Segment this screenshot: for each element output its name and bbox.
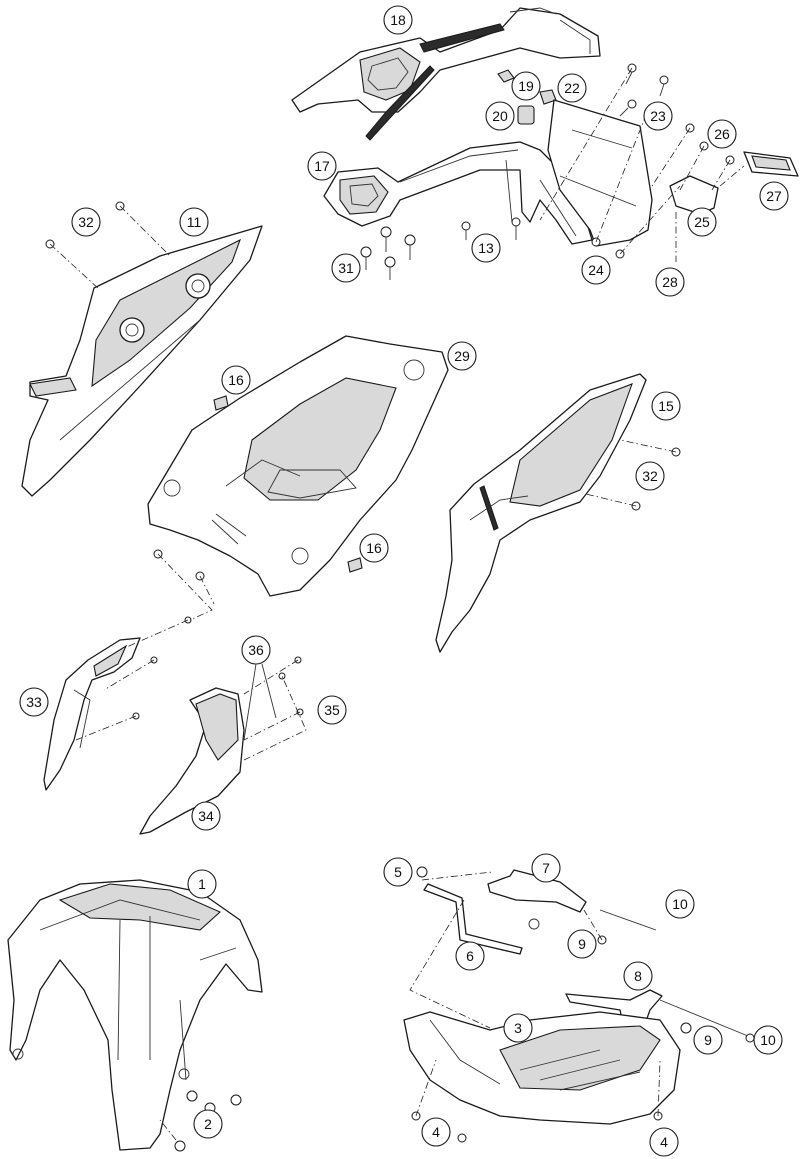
callout-10: 10 [665, 889, 695, 919]
svg-text:9: 9 [578, 936, 586, 952]
callout-33: 33 [19, 687, 49, 717]
svg-text:32: 32 [642, 468, 658, 484]
svg-text:22: 22 [564, 80, 580, 96]
callout-18: 18 [383, 5, 413, 35]
part-17-subframe-lower [323, 141, 593, 245]
part-1-front-fender [7, 879, 263, 1151]
svg-text:19: 19 [518, 78, 534, 94]
parts-19-20-22 [497, 69, 557, 125]
svg-text:35: 35 [324, 702, 340, 718]
callout-10-b: 10 [753, 1025, 783, 1055]
svg-text:32: 32 [78, 214, 94, 230]
svg-text:29: 29 [454, 348, 470, 364]
callout-16: 16 [221, 365, 251, 395]
subframe-bolts [360, 217, 521, 280]
part-11-side-panel [21, 201, 263, 497]
callout-4: 4 [421, 1117, 451, 1147]
svg-text:28: 28 [662, 274, 678, 290]
part-33-side-cover [43, 616, 192, 791]
svg-text:16: 16 [228, 372, 244, 388]
callout-29: 29 [447, 341, 477, 371]
callout-11: 11 [179, 207, 209, 237]
svg-text:33: 33 [26, 694, 42, 710]
callout-17: 17 [307, 151, 337, 181]
svg-text:26: 26 [714, 126, 730, 142]
svg-text:34: 34 [198, 808, 214, 824]
svg-text:3: 3 [514, 1020, 522, 1036]
callout-32: 32 [71, 207, 101, 237]
callout-6: 6 [455, 941, 485, 971]
svg-text:2: 2 [204, 1116, 212, 1132]
svg-text:24: 24 [588, 262, 604, 278]
callout-15: 15 [651, 391, 681, 421]
parts-5-6-7-brackets [416, 866, 657, 955]
svg-text:13: 13 [478, 240, 494, 256]
svg-text:4: 4 [432, 1124, 440, 1140]
callout-31: 31 [331, 253, 361, 283]
svg-text:23: 23 [650, 108, 666, 124]
svg-text:11: 11 [187, 214, 202, 230]
callout-9: 9 [567, 929, 597, 959]
part-15-side-panel [435, 373, 681, 653]
callout-1: 1 [187, 869, 217, 899]
callout-35: 35 [317, 695, 347, 725]
callout-5: 5 [383, 857, 413, 887]
part-3-belly-pan [403, 1011, 681, 1143]
callout-13: 13 [471, 233, 501, 263]
callout-36: 36 [241, 635, 271, 665]
svg-text:6: 6 [466, 948, 474, 964]
svg-text:25: 25 [694, 214, 710, 230]
callout-3: 3 [503, 1013, 533, 1043]
svg-text:10: 10 [760, 1032, 776, 1048]
callout-32-b: 32 [635, 461, 665, 491]
svg-text:4: 4 [660, 1134, 668, 1150]
callout-27: 27 [759, 181, 789, 211]
callout-24: 24 [581, 255, 611, 285]
svg-text:17: 17 [314, 158, 330, 174]
svg-text:7: 7 [542, 860, 550, 876]
license-plate-holder [547, 99, 653, 259]
part-34-side-trim [139, 656, 304, 835]
svg-text:18: 18 [390, 12, 406, 28]
svg-text:31: 31 [338, 260, 354, 276]
callout-25: 25 [687, 207, 717, 237]
part-18-subframe-upper [291, 7, 601, 141]
svg-text:10: 10 [672, 896, 688, 912]
callout-28: 28 [655, 267, 685, 297]
callout-9-b: 9 [693, 1025, 723, 1055]
callout-22: 22 [557, 73, 587, 103]
svg-text:9: 9 [704, 1032, 712, 1048]
svg-text:20: 20 [492, 108, 508, 124]
svg-text:16: 16 [366, 540, 382, 556]
leader-lines [49, 67, 745, 1141]
callout-20: 20 [485, 101, 515, 131]
svg-text:1: 1 [198, 876, 206, 892]
svg-text:5: 5 [394, 864, 402, 880]
svg-text:8: 8 [634, 968, 642, 984]
callout-23: 23 [643, 101, 673, 131]
clips-16 [213, 395, 363, 573]
svg-text:36: 36 [248, 642, 264, 658]
svg-text:27: 27 [766, 188, 782, 204]
callout-26: 26 [707, 119, 737, 149]
part-27-reflector [743, 151, 799, 177]
part-29-undertray [147, 335, 449, 597]
callout-7: 7 [531, 853, 561, 883]
svg-text:15: 15 [658, 398, 674, 414]
callout-19: 19 [511, 71, 541, 101]
callout-8: 8 [623, 961, 653, 991]
part-25-bracket [669, 175, 719, 215]
callout-4-b: 4 [649, 1127, 679, 1157]
callout-16-b: 16 [359, 533, 389, 563]
callout-34: 34 [191, 801, 221, 831]
callout-2: 2 [193, 1109, 223, 1139]
